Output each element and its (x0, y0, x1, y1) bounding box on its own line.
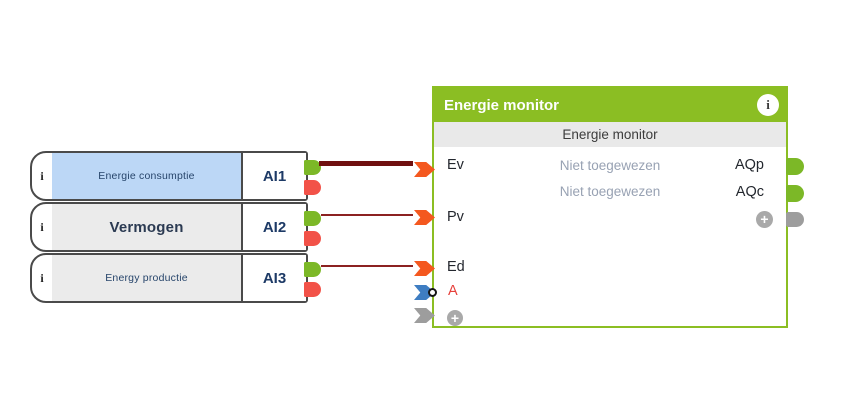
info-icon[interactable]: i (40, 169, 44, 183)
output-port-unassigned[interactable] (786, 212, 804, 227)
function-block-energie-monitor[interactable]: Energie monitor i Energie monitor Ev Nie… (414, 86, 804, 328)
port-name-cell: AI1 (241, 153, 306, 199)
add-input-button[interactable]: + (447, 310, 463, 326)
block-header: Energie monitor i (434, 88, 786, 122)
input-port-ev[interactable] (414, 162, 435, 177)
output-status-aqc: Niet toegewezen (559, 184, 661, 199)
add-input-port[interactable] (414, 308, 435, 323)
info-icon[interactable]: i (40, 220, 44, 234)
input-block-label: Vermogen (52, 204, 241, 250)
output-port-green[interactable] (304, 262, 321, 277)
output-label-aqc: AQc (735, 184, 764, 200)
input-label-ed: Ed (447, 259, 465, 275)
wire-ai3-ed[interactable] (321, 265, 413, 267)
output-port-aqc[interactable] (786, 185, 804, 202)
output-port-red[interactable] (304, 231, 321, 246)
output-port-red[interactable] (304, 282, 321, 297)
input-block-label: Energy productie (52, 255, 241, 301)
input-block-energy-productie[interactable]: i Energy productie AI3 (30, 253, 321, 303)
wire-ai1-ev[interactable] (319, 161, 413, 166)
input-label-a: A (448, 283, 458, 299)
info-icon[interactable]: i (757, 94, 779, 116)
block-title: Energie monitor (444, 96, 560, 114)
output-port-red[interactable] (304, 180, 321, 195)
block-subtitle: Energie monitor (434, 122, 786, 147)
info-icon[interactable]: i (40, 271, 44, 285)
input-label-ev: Ev (447, 157, 464, 173)
port-name-cell: AI2 (241, 204, 306, 250)
input-port-pv[interactable] (414, 210, 435, 225)
output-label-aqp: AQp (734, 157, 764, 173)
wire-ai2-pv[interactable] (321, 214, 413, 216)
input-block-label: Energie consumptie (52, 153, 241, 199)
input-port-a-node[interactable] (428, 288, 437, 297)
input-port-ed[interactable] (414, 261, 435, 276)
output-status-aqp: Niet toegewezen (559, 158, 661, 173)
output-port-green[interactable] (304, 160, 321, 175)
add-output-button[interactable]: + (756, 211, 773, 228)
input-block-vermogen[interactable]: i Vermogen AI2 (30, 202, 321, 252)
input-block-energie-consumptie[interactable]: i Energie consumptie AI1 (30, 151, 321, 201)
output-port-aqp[interactable] (786, 158, 804, 175)
input-label-pv: Pv (447, 209, 464, 225)
output-port-green[interactable] (304, 211, 321, 226)
port-name-cell: AI3 (241, 255, 306, 301)
